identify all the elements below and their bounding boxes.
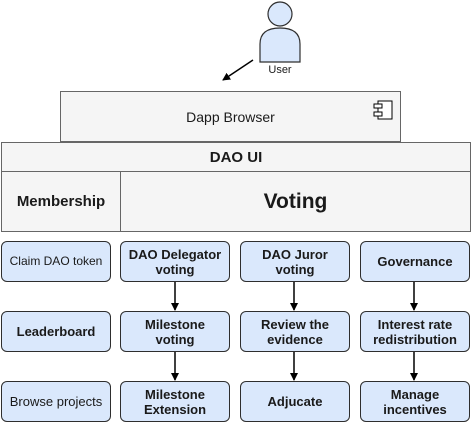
interest-rate-redistribution-label: Interest rate redistribution [373, 316, 457, 347]
dao-juror-voting-node: DAO Juror voting [240, 241, 350, 282]
user-actor: User [255, 0, 305, 80]
dao-ui-bar: DAO UI [1, 142, 471, 172]
user-to-browser-arrow [222, 59, 254, 81]
adjucate-label: Adjucate [267, 394, 323, 409]
claim-dao-token-node: Claim DAO token [1, 241, 111, 282]
review-evidence-label: Review the evidence [261, 316, 329, 347]
user-label: User [268, 64, 292, 76]
dapp-browser-label: Dapp Browser [186, 108, 275, 125]
manage-incentives-node: Manage incentives [360, 381, 470, 422]
browse-projects-node: Browse projects [1, 381, 111, 422]
interest-rate-redistribution-node: Interest rate redistribution [360, 311, 470, 352]
claim-dao-token-label: Claim DAO token [9, 254, 103, 268]
milestone-voting-label: Milestone voting [145, 316, 205, 347]
manage-incentives-label: Manage incentives [383, 386, 447, 417]
dao-delegator-voting-node: DAO Delegator voting [120, 241, 230, 282]
user-icon [259, 1, 301, 63]
dao-delegator-voting-label: DAO Delegator voting [128, 246, 222, 277]
voting-label: Voting [263, 189, 328, 213]
leaderboard-node: Leaderboard [1, 311, 111, 352]
dao-juror-voting-label: DAO Juror voting [262, 246, 328, 277]
review-evidence-node: Review the evidence [240, 311, 350, 352]
membership-label: Membership [16, 193, 106, 210]
dapp-browser-box: Dapp Browser [60, 91, 401, 142]
milestone-voting-node: Milestone voting [120, 311, 230, 352]
milestone-extension-node: Milestone Extension [120, 381, 230, 422]
dao-ui-label: DAO UI [209, 148, 263, 166]
governance-label: Governance [377, 254, 453, 269]
membership-header: Membership [1, 171, 121, 232]
voting-header: Voting [120, 171, 471, 232]
component-icon [372, 100, 394, 120]
leaderboard-label: Leaderboard [16, 324, 96, 339]
browse-projects-label: Browse projects [9, 394, 103, 409]
adjucate-node: Adjucate [240, 381, 350, 422]
milestone-extension-label: Milestone Extension [143, 386, 207, 417]
governance-node: Governance [360, 241, 470, 282]
